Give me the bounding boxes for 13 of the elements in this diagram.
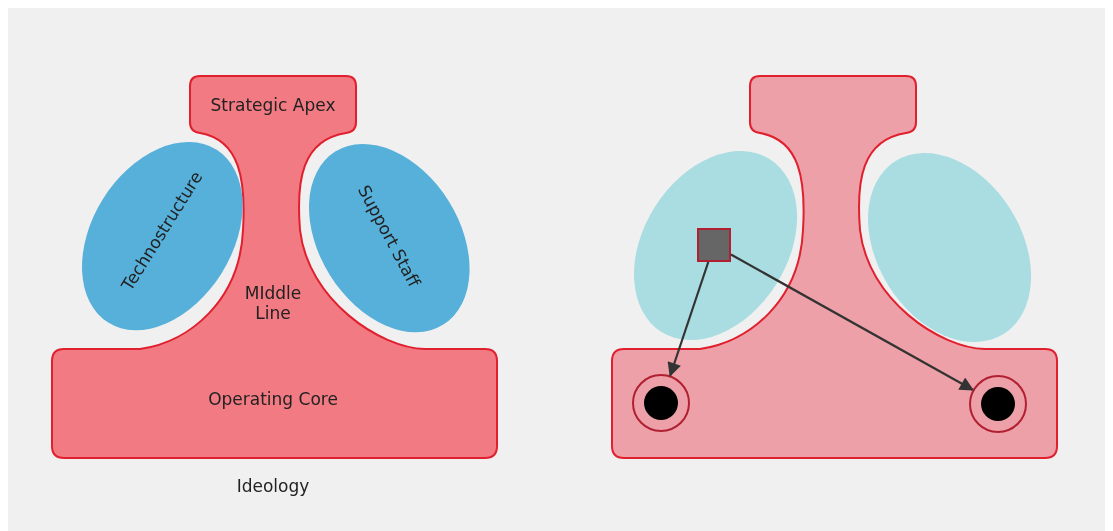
part-label: MIddle Line — [243, 282, 303, 324]
part-label: Strategic Apex — [210, 94, 336, 116]
ellipse-shape — [868, 153, 1032, 343]
organization-shape — [610, 74, 1060, 460]
square-marker — [697, 228, 731, 262]
organization-shape — [50, 74, 500, 460]
part-label: Operating Core — [208, 388, 338, 410]
ellipse-shape — [634, 151, 798, 341]
target-circle — [969, 375, 1027, 433]
support-staff-ellipse — [308, 143, 470, 333]
target-circle — [632, 374, 690, 432]
caption-label: Ideology — [236, 475, 310, 497]
technostructure-ellipse — [81, 141, 243, 331]
